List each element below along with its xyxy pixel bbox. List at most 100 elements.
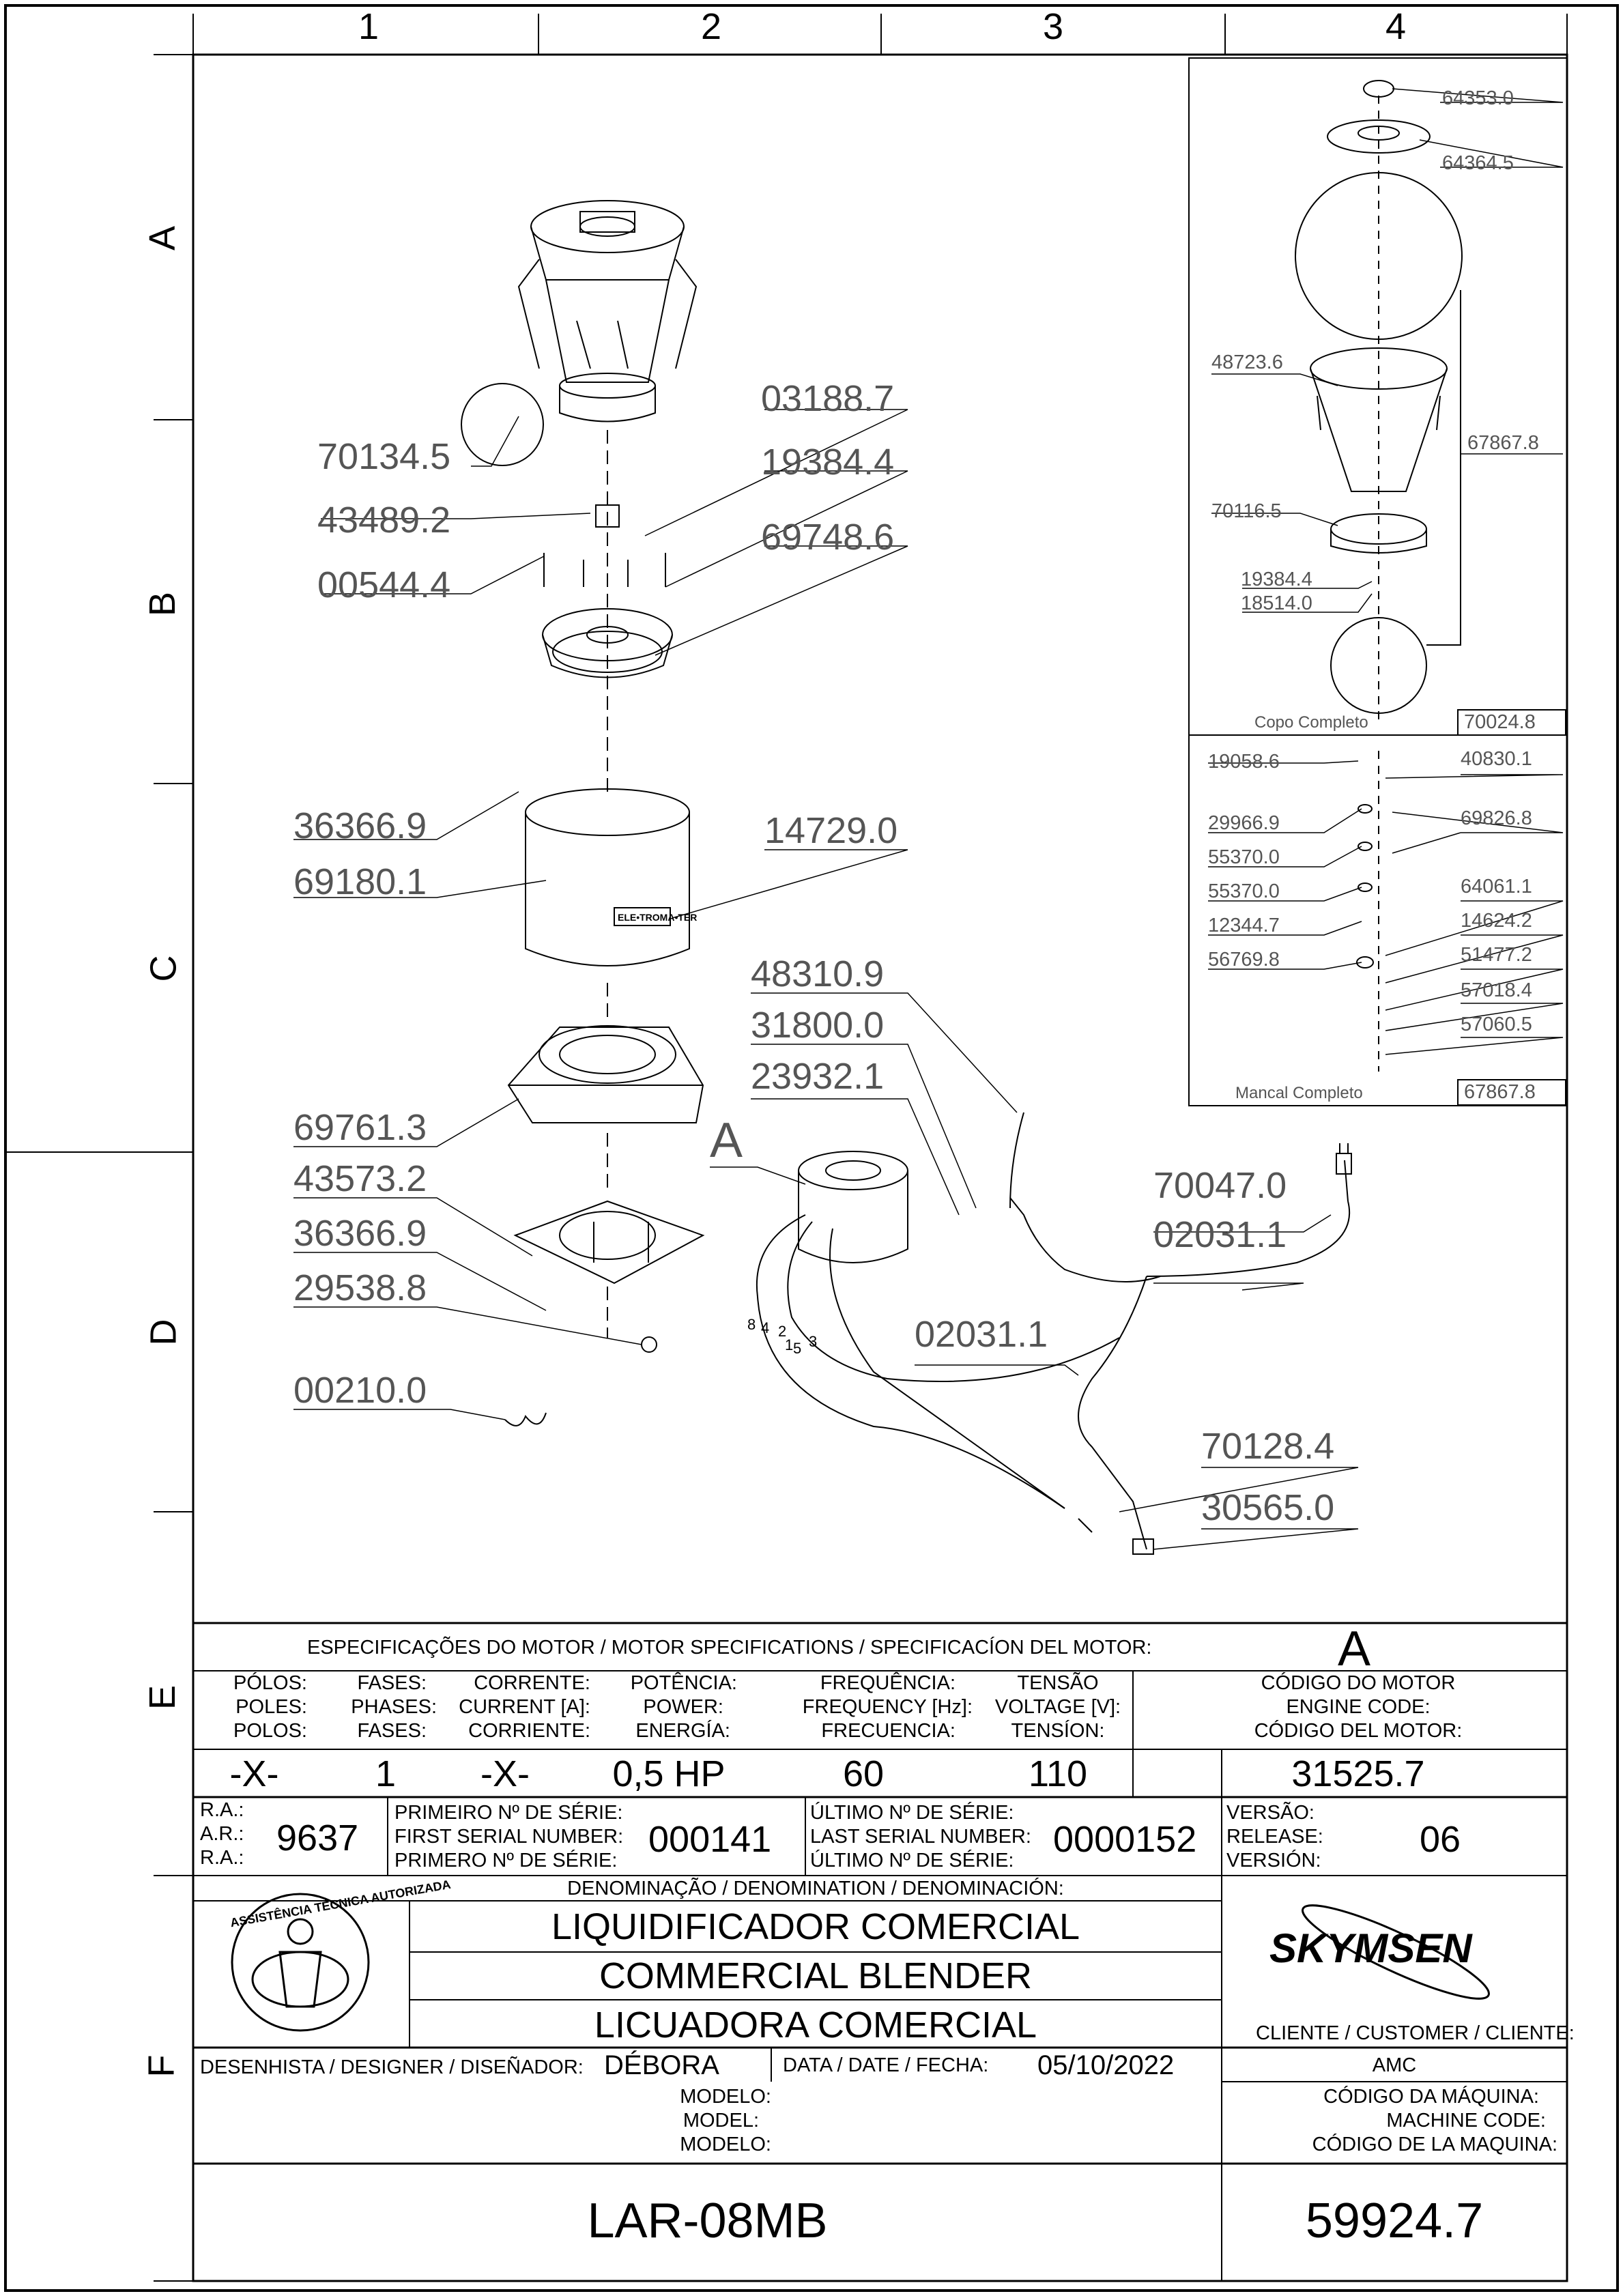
part-label: 00210.0 <box>293 1370 427 1411</box>
bearing-caption: Mancal Completo <box>1235 1084 1363 1102</box>
detail-label: 29966.9 <box>1208 812 1280 834</box>
detail-box <box>1188 57 1568 1106</box>
bearing-code: 67867.8 <box>1464 1081 1536 1103</box>
spec-header: FREQUÊNCIA: <box>820 1672 956 1694</box>
version-label: VERSIÓN: <box>1226 1850 1321 1871</box>
detail-label: 19058.6 <box>1208 751 1280 773</box>
spec-header: TENSÃO <box>1017 1672 1099 1694</box>
detail-label: 18514.0 <box>1241 592 1312 614</box>
last-serial-label: LAST SERIAL NUMBER: <box>810 1826 1031 1848</box>
detail-label: 14624.2 <box>1461 910 1532 932</box>
detail-label: 40830.1 <box>1461 748 1532 770</box>
spec-value: -X- <box>480 1753 530 1794</box>
callout-a: A <box>710 1113 743 1168</box>
part-label: 48310.9 <box>751 953 885 994</box>
ra-label: A.R.: <box>200 1823 244 1845</box>
model-value: LAR-08MB <box>587 2194 828 2248</box>
spec-header: CORRENTE: <box>474 1672 590 1694</box>
first-serial-label: PRIMERO Nº DE SÉRIE: <box>394 1850 618 1871</box>
wire-number: 4 <box>761 1319 770 1336</box>
wire-number: 2 <box>778 1323 787 1340</box>
detail-label: 12344.7 <box>1208 915 1280 936</box>
spec-value: 60 <box>842 1753 885 1794</box>
part-label: 36366.9 <box>293 805 427 846</box>
part-label: 69180.1 <box>293 861 427 902</box>
spec-value: 0,5 HP <box>612 1753 726 1794</box>
part-label: 69761.3 <box>293 1107 427 1148</box>
grid-col-3: 3 <box>1042 6 1064 47</box>
detail-label: 70116.5 <box>1211 500 1282 522</box>
spec-value: 1 <box>375 1753 397 1794</box>
detail-label: 67867.8 <box>1467 432 1539 454</box>
motor-type: A <box>1338 1622 1371 1676</box>
spec-header: ENGINE CODE: <box>1286 1696 1431 1718</box>
outer-border <box>4 4 1619 2292</box>
part-label: 23932.1 <box>751 1056 885 1097</box>
spec-header: VOLTAGE [V]: <box>994 1696 1121 1718</box>
spec-header: CÓDIGO DO MOTOR <box>1261 1672 1456 1694</box>
spec-header: CURRENT [A]: <box>459 1696 590 1718</box>
spec-header: PHASES: <box>351 1696 437 1718</box>
detail-label: 55370.0 <box>1208 880 1280 902</box>
spec-header: POLOS: <box>233 1720 307 1742</box>
wire-number: 1 <box>785 1336 794 1353</box>
spec-value: -X- <box>229 1753 279 1794</box>
spec-header: FREQUENCY [Hz]: <box>802 1696 973 1718</box>
last-serial-value: 0000152 <box>1053 1819 1197 1860</box>
machine-label: CÓDIGO DA MÁQUINA: <box>1323 2086 1539 2108</box>
detail-label: 19384.4 <box>1241 569 1312 590</box>
spec-header: TENSÍON: <box>1011 1720 1105 1742</box>
inner-frame <box>192 53 1568 2282</box>
spec-header: ENERGÍA: <box>635 1720 730 1742</box>
detail-label: 57060.5 <box>1461 1014 1532 1035</box>
spec-header: POLES: <box>235 1696 307 1718</box>
first-serial-label: FIRST SERIAL NUMBER: <box>394 1826 624 1848</box>
wire-number: 3 <box>809 1333 818 1350</box>
detail-label: 48723.6 <box>1211 351 1283 373</box>
detail-label: 64061.1 <box>1461 876 1532 898</box>
wire-number: 8 <box>747 1316 756 1333</box>
brand-plate: ELE•TROMA•TER <box>618 912 698 923</box>
model-label: MODEL: <box>683 2110 759 2132</box>
ra-label: R.A.: <box>200 1799 244 1821</box>
version-value: 06 <box>1420 1819 1461 1860</box>
detail-drawing <box>1295 80 1463 1072</box>
denomination-en: COMMERCIAL BLENDER <box>599 1955 1033 1996</box>
part-label: 70134.5 <box>317 436 451 477</box>
spec-value: 110 <box>1028 1753 1088 1794</box>
grid-row-f: F <box>141 2054 182 2078</box>
part-label: 30565.0 <box>1201 1487 1335 1528</box>
grid-row-d: D <box>143 1319 184 1346</box>
part-label: 36366.9 <box>293 1213 427 1254</box>
cup-code: 70024.8 <box>1464 711 1536 733</box>
spec-value: 31525.7 <box>1291 1753 1425 1794</box>
date-label: DATA / DATE / FECHA: <box>783 2054 989 2076</box>
grid-row-b: B <box>142 591 184 617</box>
spec-header: CÓDIGO DEL MOTOR: <box>1254 1720 1463 1742</box>
first-serial-label: PRIMEIRO Nº DE SÉRIE: <box>394 1802 623 1824</box>
version-label: VERSÃO: <box>1226 1802 1315 1824</box>
denomination-es: LICUADORA COMERCIAL <box>594 2005 1037 2046</box>
part-label: 43573.2 <box>293 1158 427 1199</box>
part-label: 02031.1 <box>915 1314 1048 1355</box>
machine-value: 59924.7 <box>1305 2194 1484 2248</box>
designer-label: DESENHISTA / DESIGNER / DISEÑADOR: <box>200 2056 584 2078</box>
version-label: RELEASE: <box>1226 1826 1323 1848</box>
designer-value: DÉBORA <box>604 2050 719 2080</box>
exploded-view <box>461 200 1352 1555</box>
last-serial-label: ÚLTIMO Nº DE SÉRIE: <box>810 1850 1014 1871</box>
grid-col-1: 1 <box>358 6 379 47</box>
detail-label: 51477.2 <box>1461 944 1532 966</box>
spec-header: PÓLOS: <box>233 1672 307 1694</box>
grid-row-c: C <box>143 955 184 982</box>
part-label: 02031.1 <box>1153 1214 1287 1255</box>
detail-label: 57018.4 <box>1461 979 1532 1001</box>
last-serial-label: ÚLTIMO Nº DE SÉRIE: <box>810 1802 1014 1824</box>
spec-header: CORRIENTE: <box>468 1720 590 1742</box>
grid-row-e: E <box>142 1684 184 1710</box>
ra-value: 9637 <box>276 1818 359 1859</box>
denomination-label: DENOMINAÇÃO / DENOMINATION / DENOMINACIÓ… <box>567 1878 1064 1899</box>
spec-header: FRECUENCIA: <box>821 1720 956 1742</box>
ra-label: R.A.: <box>200 1847 244 1869</box>
